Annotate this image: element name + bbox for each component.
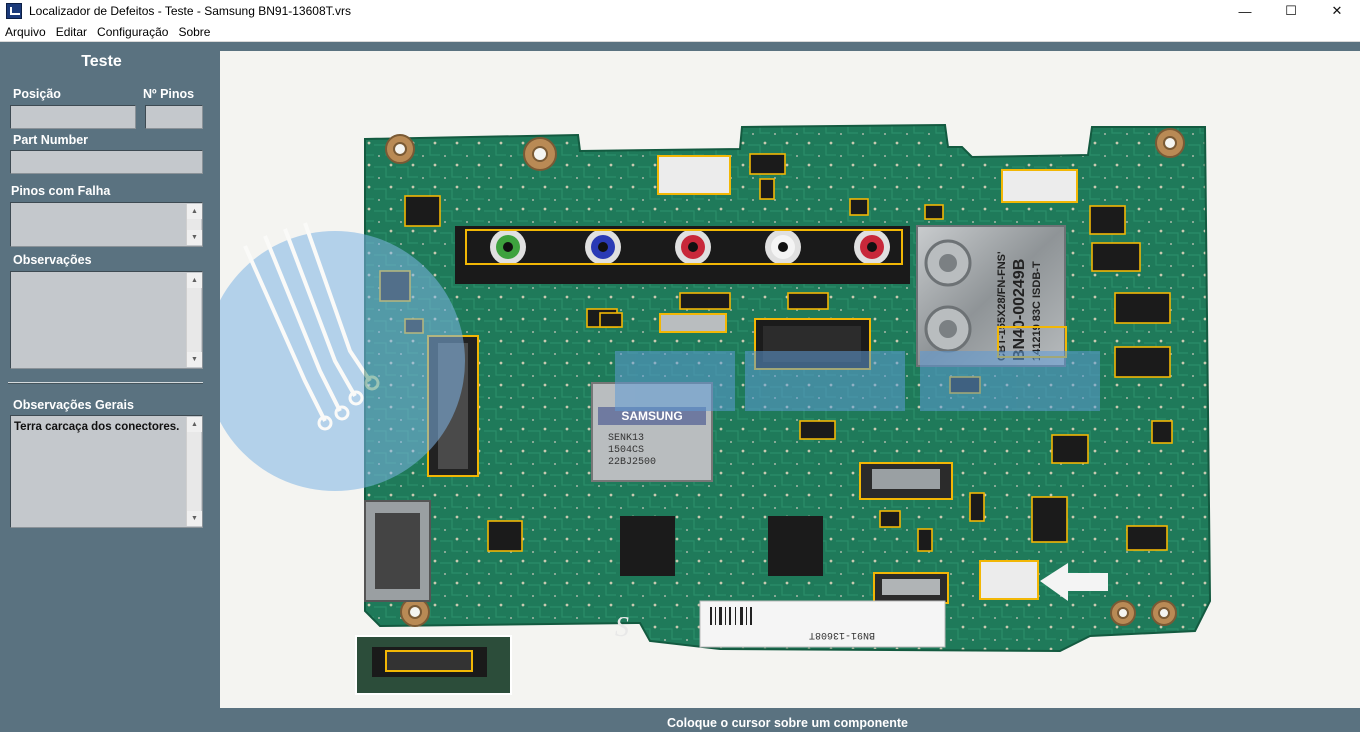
pinos-falha-label: Pinos com Falha — [11, 184, 111, 198]
soc-line-1: SENK13 — [608, 433, 644, 444]
tuner-text-2: BN40-00249B — [1011, 259, 1028, 361]
obs-gerais-label: Observações Gerais — [13, 398, 134, 412]
menu-editar[interactable]: Editar — [55, 24, 88, 39]
posicao-field[interactable] — [10, 105, 136, 129]
ram-chip-2 — [768, 516, 823, 576]
highlight-right-connector[interactable] — [1001, 169, 1078, 203]
soc-line-3: 22BJ2500 — [608, 457, 656, 468]
barcode-lines — [710, 607, 752, 625]
obs-gerais-scrollbar[interactable]: ▲ ▼ — [186, 417, 202, 526]
component-highlights[interactable] — [379, 153, 1173, 552]
highlight-top-connector[interactable] — [657, 155, 731, 195]
observacoes-textarea[interactable]: ▲ ▼ — [10, 271, 203, 369]
info-panel: Teste Posição Nº Pinos Part Number Pinos… — [0, 43, 215, 732]
board-canvas[interactable]: CBT-155X28/FN-FNS' BN40-00249B 141219 83… — [220, 51, 1360, 708]
partnumber-field[interactable] — [10, 150, 203, 174]
panel-title: Teste — [81, 53, 122, 70]
observacoes-label: Observações — [13, 253, 92, 267]
window-title: Localizador de Defeitos - Teste - Samsun… — [29, 4, 351, 18]
menu-arquivo[interactable]: Arquivo — [5, 24, 46, 39]
observacoes-scrollbar[interactable]: ▲ ▼ — [186, 273, 202, 367]
npinos-label: Nº Pinos — [143, 87, 195, 101]
highlight-rca[interactable] — [465, 229, 903, 265]
maximize-button[interactable]: ☐ — [1285, 3, 1297, 18]
menu-configuracao[interactable]: Configuração — [97, 24, 169, 39]
scroll-up-icon[interactable]: ▲ — [187, 204, 202, 219]
window-controls: — ☐ ✕ — [1222, 0, 1360, 22]
posicao-label: Posição — [13, 87, 61, 101]
obs-gerais-textarea[interactable]: Terra carcaça dos conectores. ▲ ▼ — [10, 415, 203, 528]
partnumber-label: Part Number — [13, 133, 89, 147]
menu-bar: Arquivo Editar Configuração Sobre — [0, 22, 1360, 42]
barcode-label: BN91-13608T — [809, 629, 875, 640]
highlight-crystal[interactable] — [659, 313, 727, 333]
scroll-down-icon[interactable]: ▼ — [187, 230, 202, 245]
app-icon — [6, 3, 22, 19]
status-message: Coloque o cursor sobre um componente — [667, 716, 908, 730]
watermark-logo — [220, 222, 1100, 491]
ram-chip-1 — [620, 516, 675, 576]
scroll-up-icon[interactable]: ▲ — [187, 417, 202, 432]
pinos-falha-textarea[interactable]: ▲ ▼ — [10, 202, 203, 247]
pinos-falha-scrollbar[interactable]: ▲ ▼ — [186, 204, 202, 245]
rca-jacks — [490, 229, 890, 265]
title-bar: Localizador de Defeitos - Teste - Samsun… — [0, 0, 1360, 22]
soc-line-2: 1504CS — [608, 445, 644, 456]
tuner-text-3: 141219 83C ISDB-T — [1031, 261, 1043, 361]
arrow-silkscreen — [1040, 563, 1108, 601]
close-button[interactable]: ✕ — [1331, 3, 1343, 18]
scroll-up-icon[interactable]: ▲ — [187, 273, 202, 288]
minimize-button[interactable]: — — [1238, 3, 1252, 19]
thumbnail-highlight — [385, 650, 473, 672]
scroll-down-icon[interactable]: ▼ — [187, 511, 202, 526]
pcb-image: CBT-155X28/FN-FNS' BN40-00249B 141219 83… — [220, 123, 1212, 695]
board-viewer: CBT-155X28/FN-FNS' BN40-00249B 141219 83… — [215, 43, 1360, 711]
obs-gerais-text: Terra carcaça dos conectores. — [14, 421, 180, 433]
highlight-bottom-connector[interactable] — [979, 560, 1039, 600]
silk-logo: S — [615, 612, 629, 643]
panel-divider — [8, 382, 203, 384]
menu-sobre[interactable]: Sobre — [178, 24, 211, 39]
soc-brand: SAMSUNG — [621, 409, 682, 423]
mounting-holes — [385, 128, 1185, 627]
scroll-down-icon[interactable]: ▼ — [187, 352, 202, 367]
npinos-field[interactable] — [145, 105, 203, 129]
